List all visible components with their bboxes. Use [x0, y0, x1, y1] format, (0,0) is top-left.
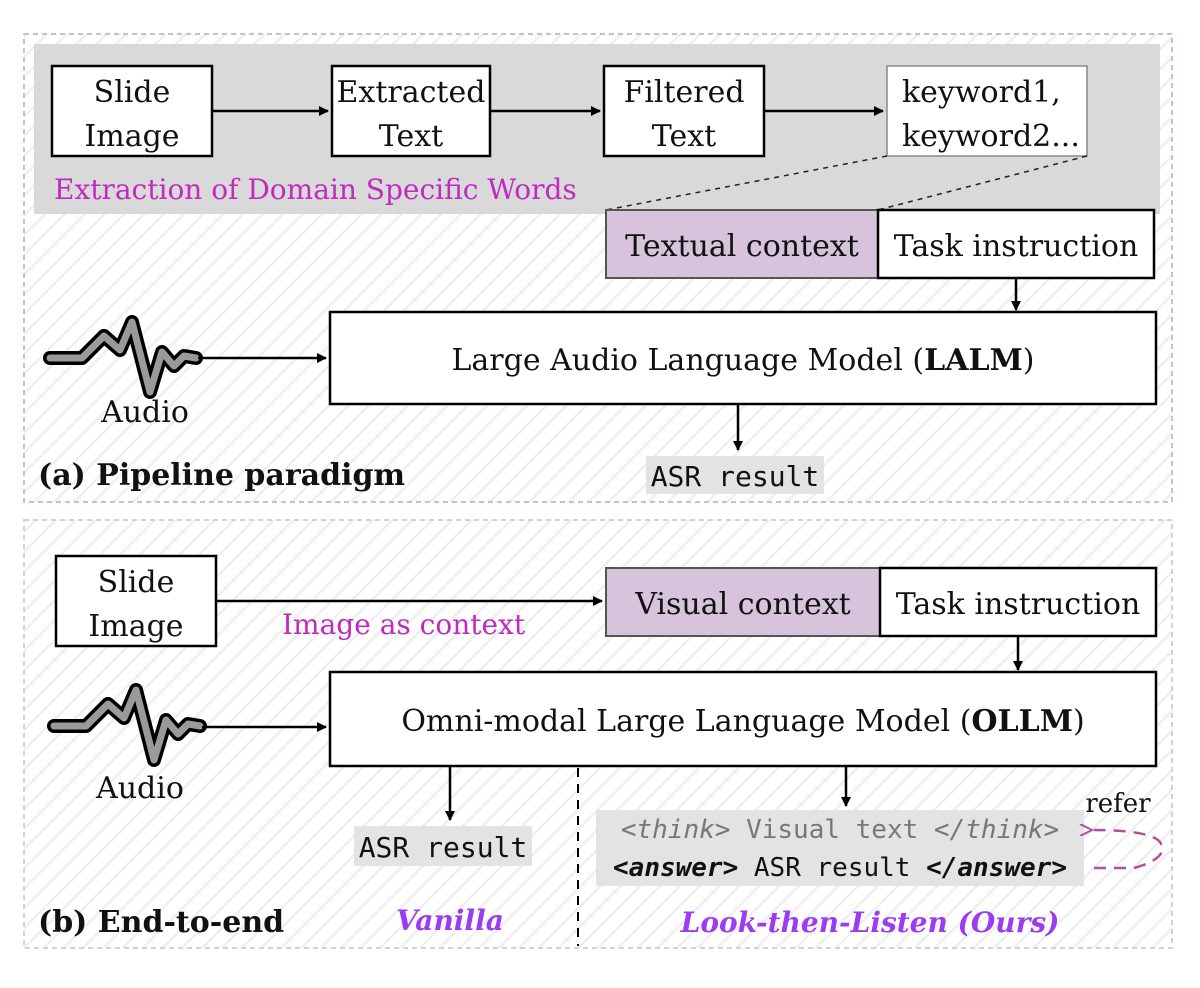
ours-label: Look-then-Listen (Ours)	[680, 906, 1060, 939]
answer-line: <answer> ASR result </answer>	[613, 853, 1067, 883]
textual-context-label: Textual context	[625, 229, 859, 264]
extraction-label: Extraction of Domain Specific Words	[54, 173, 577, 206]
section-b-end-to-end: Slide Image Image as context Visual cont…	[23, 519, 1173, 949]
extracted-text-line2: Text	[379, 119, 443, 154]
audio-label-b: Audio	[95, 771, 184, 806]
keywords-line1: keyword1,	[902, 75, 1061, 110]
ollm-label: Omni-modal Large Language Model (OLLM)	[401, 704, 1084, 739]
section-a-pipeline: Slide Image Extracted Text Filtered Text…	[23, 33, 1173, 503]
think-answer-output: <think> Visual text </think> <answer> AS…	[596, 810, 1084, 886]
section-b-title: (b) End-to-end	[38, 905, 284, 940]
asr-result-label-a: ASR result	[651, 460, 820, 493]
extracted-text-box: Extracted Text	[330, 64, 492, 158]
filtered-text-line1: Filtered	[623, 75, 744, 110]
task-instruction-box-b: Task instruction	[878, 566, 1158, 638]
slide-image-box-b: Slide Image	[54, 554, 218, 648]
slide-image-line2: Image	[84, 119, 179, 154]
textual-context-box: Textual context	[605, 209, 879, 279]
asr-result-b: ASR result	[354, 826, 532, 866]
filtered-text-box: Filtered Text	[602, 64, 766, 158]
refer-arrow	[1092, 830, 1164, 870]
section-a-title: (a) Pipeline paradigm	[38, 458, 405, 493]
slide-image-b-line1: Slide	[98, 565, 175, 600]
task-instruction-box-a: Task instruction	[876, 208, 1156, 280]
keywords-line2: keyword2...	[902, 119, 1080, 154]
waveform-icon	[47, 683, 207, 767]
filtered-text-line2: Text	[652, 119, 716, 154]
vanilla-label: Vanilla	[396, 904, 504, 937]
asr-result-a: ASR result	[646, 456, 824, 494]
slide-image-box-a: Slide Image	[50, 64, 214, 158]
extracted-text-line1: Extracted	[337, 75, 486, 110]
image-as-context-label: Image as context	[282, 608, 526, 641]
ollm-box: Omni-modal Large Language Model (OLLM)	[328, 670, 1158, 768]
task-instruction-label-a: Task instruction	[894, 229, 1139, 264]
lalm-label: Large Audio Language Model (LALM)	[451, 343, 1034, 378]
audio-label-a: Audio	[100, 395, 189, 430]
refer-label: refer	[1085, 789, 1151, 819]
think-line: <think> Visual text </think>	[621, 815, 1059, 845]
visual-context-label: Visual context	[634, 587, 850, 622]
zoom-line-left	[605, 155, 888, 211]
waveform-icon	[43, 315, 203, 399]
lalm-box: Large Audio Language Model (LALM)	[328, 310, 1158, 406]
visual-context-box: Visual context	[605, 567, 881, 637]
slide-image-b-line2: Image	[88, 609, 183, 644]
asr-result-label-b: ASR result	[359, 831, 528, 864]
slide-image-line1: Slide	[94, 75, 171, 110]
task-instruction-label-b: Task instruction	[896, 587, 1141, 622]
keywords-box: keyword1, keyword2...	[886, 65, 1088, 157]
